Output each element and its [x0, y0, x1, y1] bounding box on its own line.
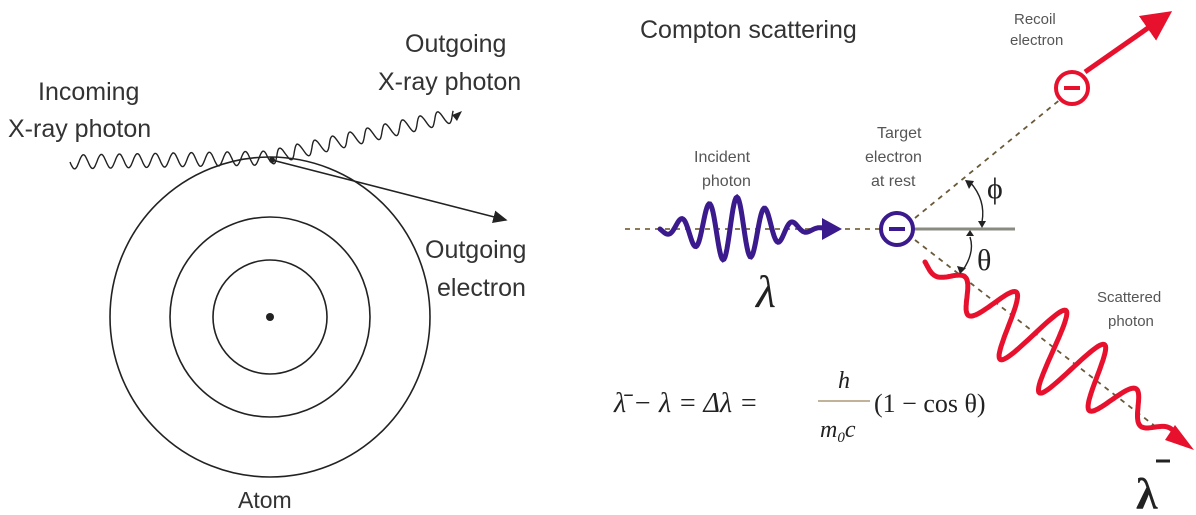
scattered-label-line1: Scattered: [1097, 289, 1161, 306]
theta-symbol: θ: [977, 244, 991, 277]
recoil-label-line1: Recoil: [1014, 11, 1056, 28]
atom-shell-middle: [169, 216, 371, 418]
incident-photon-wave: [657, 194, 825, 263]
outgoing-photon-label-line2: X-ray photon: [378, 68, 521, 96]
outgoing-xray-arrowhead: [452, 111, 462, 121]
phi-arc-arrow-bottom: [978, 221, 986, 228]
incident-label-line1: Incident: [694, 149, 751, 166]
scattered-photon-arrowhead: [1165, 425, 1194, 450]
scattered-wavelength-symbol: λ: [1136, 470, 1158, 515]
atom-diagram: Incoming X-ray photon Outgoing X-ray pho…: [8, 30, 526, 513]
diagram-title: Compton scattering: [640, 16, 857, 44]
incoming-label-line1: Incoming: [38, 78, 139, 106]
incident-label-line2: photon: [702, 173, 751, 190]
target-label-line3: at rest: [871, 173, 916, 190]
target-label-line2: electron: [865, 149, 922, 166]
outgoing-electron-arrow: [271, 159, 508, 224]
equation-denominator-m: m: [820, 417, 837, 443]
target-label-line1: Target: [877, 125, 922, 142]
equation-denominator: m0c: [820, 417, 856, 446]
atom-label: Atom: [238, 487, 292, 513]
equation-numerator: h: [838, 368, 850, 394]
scattered-label-line2: photon: [1108, 313, 1154, 330]
recoil-label-line2: electron: [1010, 32, 1063, 49]
incoming-xray-wave: [69, 150, 269, 170]
equation-denominator-sub: 0: [837, 430, 845, 446]
atom-shell-outer: [109, 156, 431, 478]
atom-shell-inner: [212, 259, 328, 375]
phi-angle-arc: [969, 181, 984, 223]
phi-arc-arrow-top: [965, 180, 974, 189]
compton-scattering-diagram: Compton scattering ϕ θ Recoil elect: [613, 11, 1194, 515]
collision-electron: [269, 157, 275, 163]
atom-nucleus: [266, 313, 274, 321]
compton-equation: λ̄ − λ = Δλ = h m0c (1 − cos θ): [613, 368, 986, 446]
theta-arc-arrow-top: [966, 230, 974, 236]
equation-denominator-c: c: [845, 417, 856, 443]
equation-lhs: λ̄ − λ = Δλ =: [613, 388, 758, 419]
outgoing-electron-label-line1: Outgoing: [425, 236, 526, 264]
incoming-label-line2: X-ray photon: [8, 115, 151, 143]
theta-angle-arc: [962, 236, 973, 271]
recoil-path-line: [914, 97, 1063, 219]
equation-rhs: (1 − cos θ): [874, 389, 986, 418]
outgoing-electron-label-line2: electron: [437, 274, 526, 302]
scattered-path-line: [914, 239, 1161, 431]
theta-arc-arrow-bottom: [957, 266, 966, 274]
scattered-photon-wave: [922, 259, 1181, 442]
phi-symbol: ϕ: [987, 172, 1003, 205]
outgoing-photon-label-line1: Outgoing: [405, 30, 506, 58]
incident-wavelength-symbol: λ: [754, 266, 776, 317]
recoil-arrow: [1083, 11, 1173, 75]
incident-photon-arrowhead: [822, 218, 842, 240]
outgoing-xray-wave: [267, 110, 454, 165]
